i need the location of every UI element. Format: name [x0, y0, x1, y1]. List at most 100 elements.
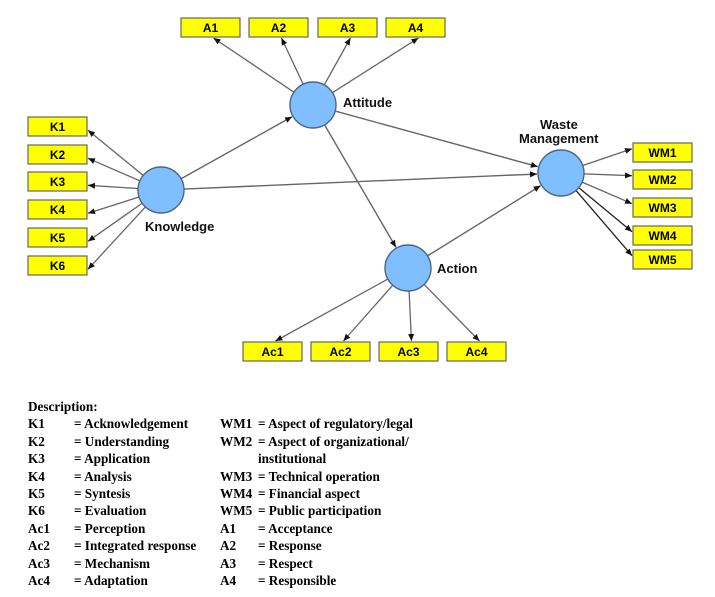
legend-code: K2 — [28, 433, 45, 449]
legend-code: K1 — [28, 416, 45, 432]
legend-desc: = Application — [74, 451, 151, 467]
loading-ac2 — [342, 284, 394, 342]
path-action-to-waste-management — [427, 185, 541, 257]
indicator-label: Ac1 — [261, 345, 283, 359]
indicator-label: WM1 — [649, 146, 677, 160]
legend-desc: = Acceptance — [258, 520, 333, 536]
loading-k2 — [87, 157, 141, 182]
legend-desc: = Aspect of organizational/ — [258, 433, 409, 449]
indicator-a3: A3 — [317, 17, 378, 38]
legend-desc: = Perception — [74, 520, 146, 536]
legend-desc: = Technical operation — [258, 468, 380, 484]
label-attitude: Attitude — [343, 95, 392, 110]
indicator-label: K4 — [50, 203, 66, 217]
indicator-k2: K2 — [27, 144, 88, 165]
indicator-label: Ac4 — [465, 345, 487, 359]
legend-row: K3 = Application institutional — [28, 450, 326, 467]
path-attitude-to-waste-management — [334, 110, 539, 168]
indicator-box — [632, 249, 693, 270]
indicator-box — [317, 17, 378, 38]
legend-code: WM1 — [220, 416, 253, 432]
indicator-box — [632, 197, 693, 218]
latent-labels-layer: Attitude Knowledge Action Waste Manageme… — [145, 95, 599, 276]
indicator-label: K3 — [50, 175, 66, 189]
indicator-box — [632, 225, 693, 246]
loading-wm4 — [578, 187, 633, 233]
indicator-label: A4 — [408, 21, 424, 35]
legend-code: WM3 — [220, 468, 253, 484]
indicator-box — [27, 116, 88, 137]
indicator-wm2: WM2 — [632, 169, 693, 190]
legend-desc: = Responsible — [258, 572, 337, 588]
latent-waste-management — [537, 149, 585, 197]
legend-code: A1 — [220, 520, 237, 536]
indicator-box — [385, 17, 446, 38]
legend-desc: = Understanding — [74, 433, 170, 449]
indicator-label: WM4 — [649, 229, 677, 243]
indicator-label: Ac3 — [397, 345, 419, 359]
legend-desc: = Evaluation — [74, 503, 147, 519]
loading-a4 — [332, 37, 419, 94]
loading-ac1 — [275, 278, 389, 342]
indicator-box — [248, 17, 309, 38]
legend-code: WM5 — [220, 503, 253, 519]
path-knowledge-to-attitude — [180, 116, 293, 180]
indicator-label: K6 — [50, 259, 66, 273]
legend-code: WM4 — [220, 485, 253, 501]
indicator-label: WM3 — [649, 201, 677, 215]
legend-code: K3 — [28, 451, 45, 467]
loading-k1 — [87, 129, 144, 176]
loading-wm3 — [581, 181, 633, 205]
indicator-label: K5 — [50, 231, 66, 245]
latent-action — [384, 244, 432, 292]
indicator-k5: K5 — [27, 227, 88, 248]
legend-code: K4 — [28, 468, 45, 484]
indicator-label: K2 — [50, 148, 66, 162]
loading-k6 — [87, 206, 146, 270]
indicator-wm4: WM4 — [632, 225, 693, 246]
latent-knowledge — [137, 166, 185, 214]
loading-k3 — [87, 182, 139, 190]
indicator-ac4: Ac4 — [446, 341, 507, 362]
indicator-ac1: Ac1 — [242, 341, 303, 362]
edges-layer — [87, 37, 633, 342]
loading-a3 — [323, 37, 352, 86]
legend-code: A2 — [220, 538, 237, 554]
indicator-box — [378, 341, 439, 362]
latents-layer — [137, 81, 585, 292]
legend-code: A4 — [220, 572, 237, 588]
loading-a1 — [213, 37, 295, 93]
loading-k4 — [87, 196, 140, 215]
indicator-a2: A2 — [248, 17, 309, 38]
legend-desc: = Analysis — [74, 468, 132, 484]
legend-code: Ac4 — [28, 572, 50, 588]
legend-code: Ac3 — [28, 555, 50, 571]
path-knowledge-to-waste-management — [183, 171, 538, 190]
loading-k5 — [87, 202, 143, 242]
legend-desc: = Financial aspect — [258, 485, 361, 501]
legend-row: K4 = Analysis WM3 = Technical operation — [28, 468, 380, 485]
loading-a2 — [280, 37, 304, 85]
indicator-box — [27, 171, 88, 192]
latent-attitude — [289, 81, 337, 129]
indicator-a4: A4 — [385, 17, 446, 38]
legend-desc: = Public participation — [258, 503, 382, 519]
indicator-wm1: WM1 — [632, 142, 693, 163]
indicator-label: A2 — [271, 21, 287, 35]
indicator-label: Ac2 — [329, 345, 351, 359]
legend-code: A3 — [220, 555, 237, 571]
loading-wm5 — [575, 190, 633, 257]
indicator-label: A1 — [203, 21, 219, 35]
indicator-wm3: WM3 — [632, 197, 693, 218]
loading-ac4 — [423, 283, 480, 342]
label-action: Action — [437, 261, 478, 276]
label-waste-line1: Waste — [540, 117, 578, 132]
loading-ac3 — [408, 290, 415, 342]
legend-desc: institutional — [258, 451, 327, 467]
